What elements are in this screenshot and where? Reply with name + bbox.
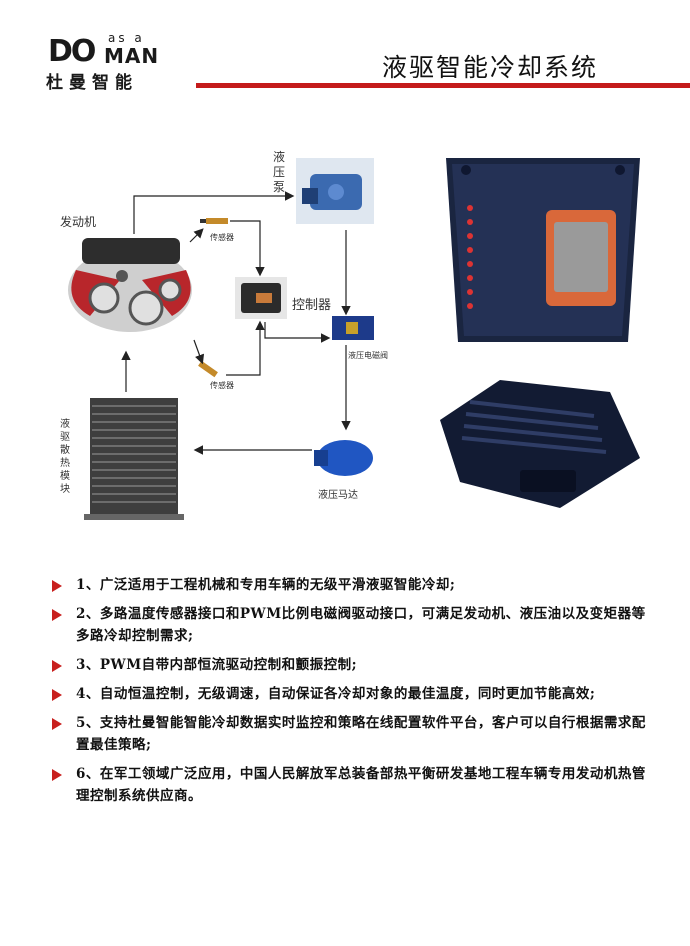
label-engine: 发动机 <box>60 215 97 229</box>
flow-arrows <box>121 191 351 455</box>
controller-photo-angle <box>440 380 640 508</box>
hydraulic-pump-image <box>296 158 374 224</box>
feature-item: 4、自动恒温控制，无级调速，自动保证各冷却对象的最佳温度，同时更加节能高效; <box>52 683 652 705</box>
feature-item: 5、支持杜曼智能智能冷却数据实时监控和策略在线配置软件平台，客户可以自行根据需求… <box>52 712 652 756</box>
engine-image <box>68 238 192 332</box>
bullet-arrow-icon <box>52 609 62 621</box>
label-hydraulic-motor: 液压马达 <box>318 490 358 501</box>
logo-do: DO <box>48 34 96 69</box>
label-sensor-2: 传感器 <box>210 381 234 390</box>
bullet-arrow-icon <box>52 769 62 781</box>
title-underline <box>196 83 690 88</box>
logo-man: MAN <box>104 44 160 68</box>
bullet-arrow-icon <box>52 718 62 730</box>
logo-asa: as a <box>108 31 145 45</box>
page-title: 液驱智能冷却系统 <box>382 53 599 82</box>
sensor-2-image <box>198 360 218 378</box>
label-hydraulic-pump: 液压泵 <box>272 150 285 194</box>
sensor-1-image <box>200 218 228 224</box>
radiator-image <box>84 398 184 520</box>
company-logo: DO as a MAN 杜曼智能 <box>42 28 172 93</box>
bullet-arrow-icon <box>52 689 62 701</box>
logo-chinese-name: 杜曼智能 <box>46 73 138 93</box>
label-solenoid-valve: 液压电磁阀 <box>348 351 388 360</box>
diagram-graphics <box>68 158 640 520</box>
feature-item: 2、多路温度传感器接口和PWM比例电磁阀驱动接口，可满足发动机、液压油以及变矩器… <box>52 603 652 647</box>
hydraulic-motor-image <box>314 440 373 476</box>
feature-item: 3、PWM自带内部恒流驱动控制和颤振控制; <box>52 654 652 676</box>
feature-item: 6、在军工领域广泛应用，中国人民解放军总装备部热平衡研发基地工程车辆专用发动机热… <box>52 763 652 807</box>
bullet-arrow-icon <box>52 580 62 592</box>
label-radiator-module: 液驱散热模块 <box>60 419 70 495</box>
system-diagram: 发动机 传感器 液压泵 控制器 液压电磁阀 传感器 液压马达 液驱散热模块 <box>0 130 690 550</box>
bullet-arrow-icon <box>52 660 62 672</box>
feature-list: 1、广泛适用于工程机械和专用车辆的无级平滑液驱智能冷却; 2、多路温度传感器接口… <box>52 574 652 814</box>
feature-item: 1、广泛适用于工程机械和专用车辆的无级平滑液驱智能冷却; <box>52 574 652 596</box>
solenoid-valve-image <box>332 316 374 340</box>
label-sensor-1: 传感器 <box>210 233 234 242</box>
label-controller: 控制器 <box>292 298 332 313</box>
controller-photo-front <box>446 158 640 342</box>
controller-image <box>235 277 287 319</box>
